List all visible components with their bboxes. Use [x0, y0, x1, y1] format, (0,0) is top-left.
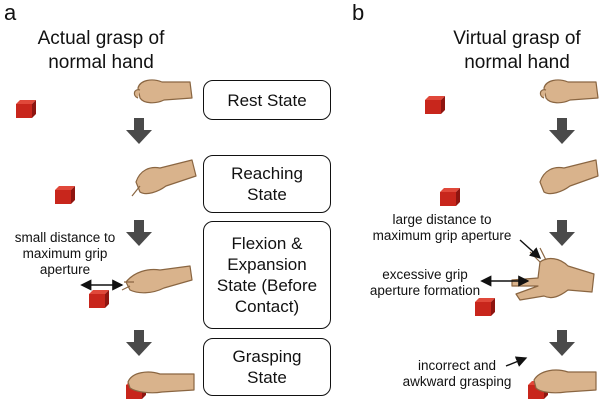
down-arrow-a-3 — [126, 330, 152, 356]
panel-a-letter: a — [4, 0, 17, 25]
down-arrow-b-2 — [549, 220, 575, 246]
note-small-distance-line1: small distance to — [14, 230, 116, 245]
hand-b-grasping — [533, 369, 597, 394]
state-box-reaching: Reaching State — [203, 155, 331, 213]
down-arrow-a-2 — [126, 220, 152, 246]
arrow-incorrect-grasping — [505, 356, 528, 367]
cube-b-reaching — [440, 188, 460, 206]
note-large-distance: large distance to maximum grip aperture — [352, 212, 532, 244]
panel-a-title-line1: Actual grasp of — [37, 28, 165, 49]
cube-a-flexion — [89, 290, 109, 308]
hand-b-flexion — [511, 247, 595, 301]
state-grasping-line1: Grasping — [232, 347, 302, 366]
down-arrow-b-1 — [549, 118, 575, 144]
cube-a-reaching — [55, 186, 75, 204]
note-small-distance: small distance to maximum grip aperture — [0, 230, 130, 278]
hand-b-rest — [539, 79, 599, 104]
hand-a-flexion — [121, 265, 193, 294]
note-small-distance-line3: aperture — [39, 262, 91, 277]
cube-b-flexion — [475, 298, 495, 316]
panel-a-title: Actual grasp of normal hand — [6, 27, 196, 75]
state-flexion-line4: Contact) — [234, 297, 300, 316]
note-large-distance-line2: maximum grip aperture — [372, 228, 512, 243]
note-excessive-line2: aperture formation — [369, 283, 481, 298]
panel-b-title-line2: normal hand — [464, 52, 570, 73]
cube-a-rest — [16, 100, 36, 118]
state-box-flexion: Flexion & Expansion State (Before Contac… — [203, 221, 331, 329]
state-grasping-line2: State — [247, 368, 287, 387]
state-rest-line1: Rest State — [227, 90, 307, 110]
note-small-distance-line2: maximum grip — [22, 246, 108, 261]
arrow-large-distance — [519, 239, 542, 259]
note-incorrect-grasping: incorrect and awkward grasping — [392, 358, 522, 390]
note-incorrect-line2: awkward grasping — [402, 374, 512, 389]
note-large-distance-line1: large distance to — [392, 212, 492, 227]
down-arrow-a-1 — [126, 118, 152, 144]
state-box-rest: Rest State — [203, 80, 331, 120]
state-reaching-line2: State — [247, 185, 287, 204]
note-excessive-aperture: excessive grip aperture formation — [360, 267, 490, 299]
panel-b-title-line1: Virtual grasp of — [453, 28, 581, 49]
panel-b-title: Virtual grasp of normal hand — [422, 27, 600, 75]
state-box-grasping: Grasping State — [203, 338, 331, 396]
note-excessive-line1: excessive grip — [382, 267, 468, 282]
hand-a-reaching — [131, 159, 197, 197]
down-arrow-b-3 — [549, 330, 575, 356]
cube-b-rest — [425, 96, 445, 114]
note-incorrect-line1: incorrect and — [417, 358, 497, 373]
hand-a-rest — [133, 79, 193, 104]
panel-b-letter: b — [352, 0, 365, 25]
panel-a-title-line2: normal hand — [48, 52, 154, 73]
state-flexion-line3: State (Before — [216, 276, 318, 295]
state-flexion-line2: Expansion — [227, 255, 307, 274]
state-reaching-line1: Reaching — [231, 164, 303, 183]
hand-a-grasping — [127, 371, 195, 394]
state-flexion-line1: Flexion & — [231, 234, 303, 253]
hand-b-reaching — [539, 159, 599, 195]
